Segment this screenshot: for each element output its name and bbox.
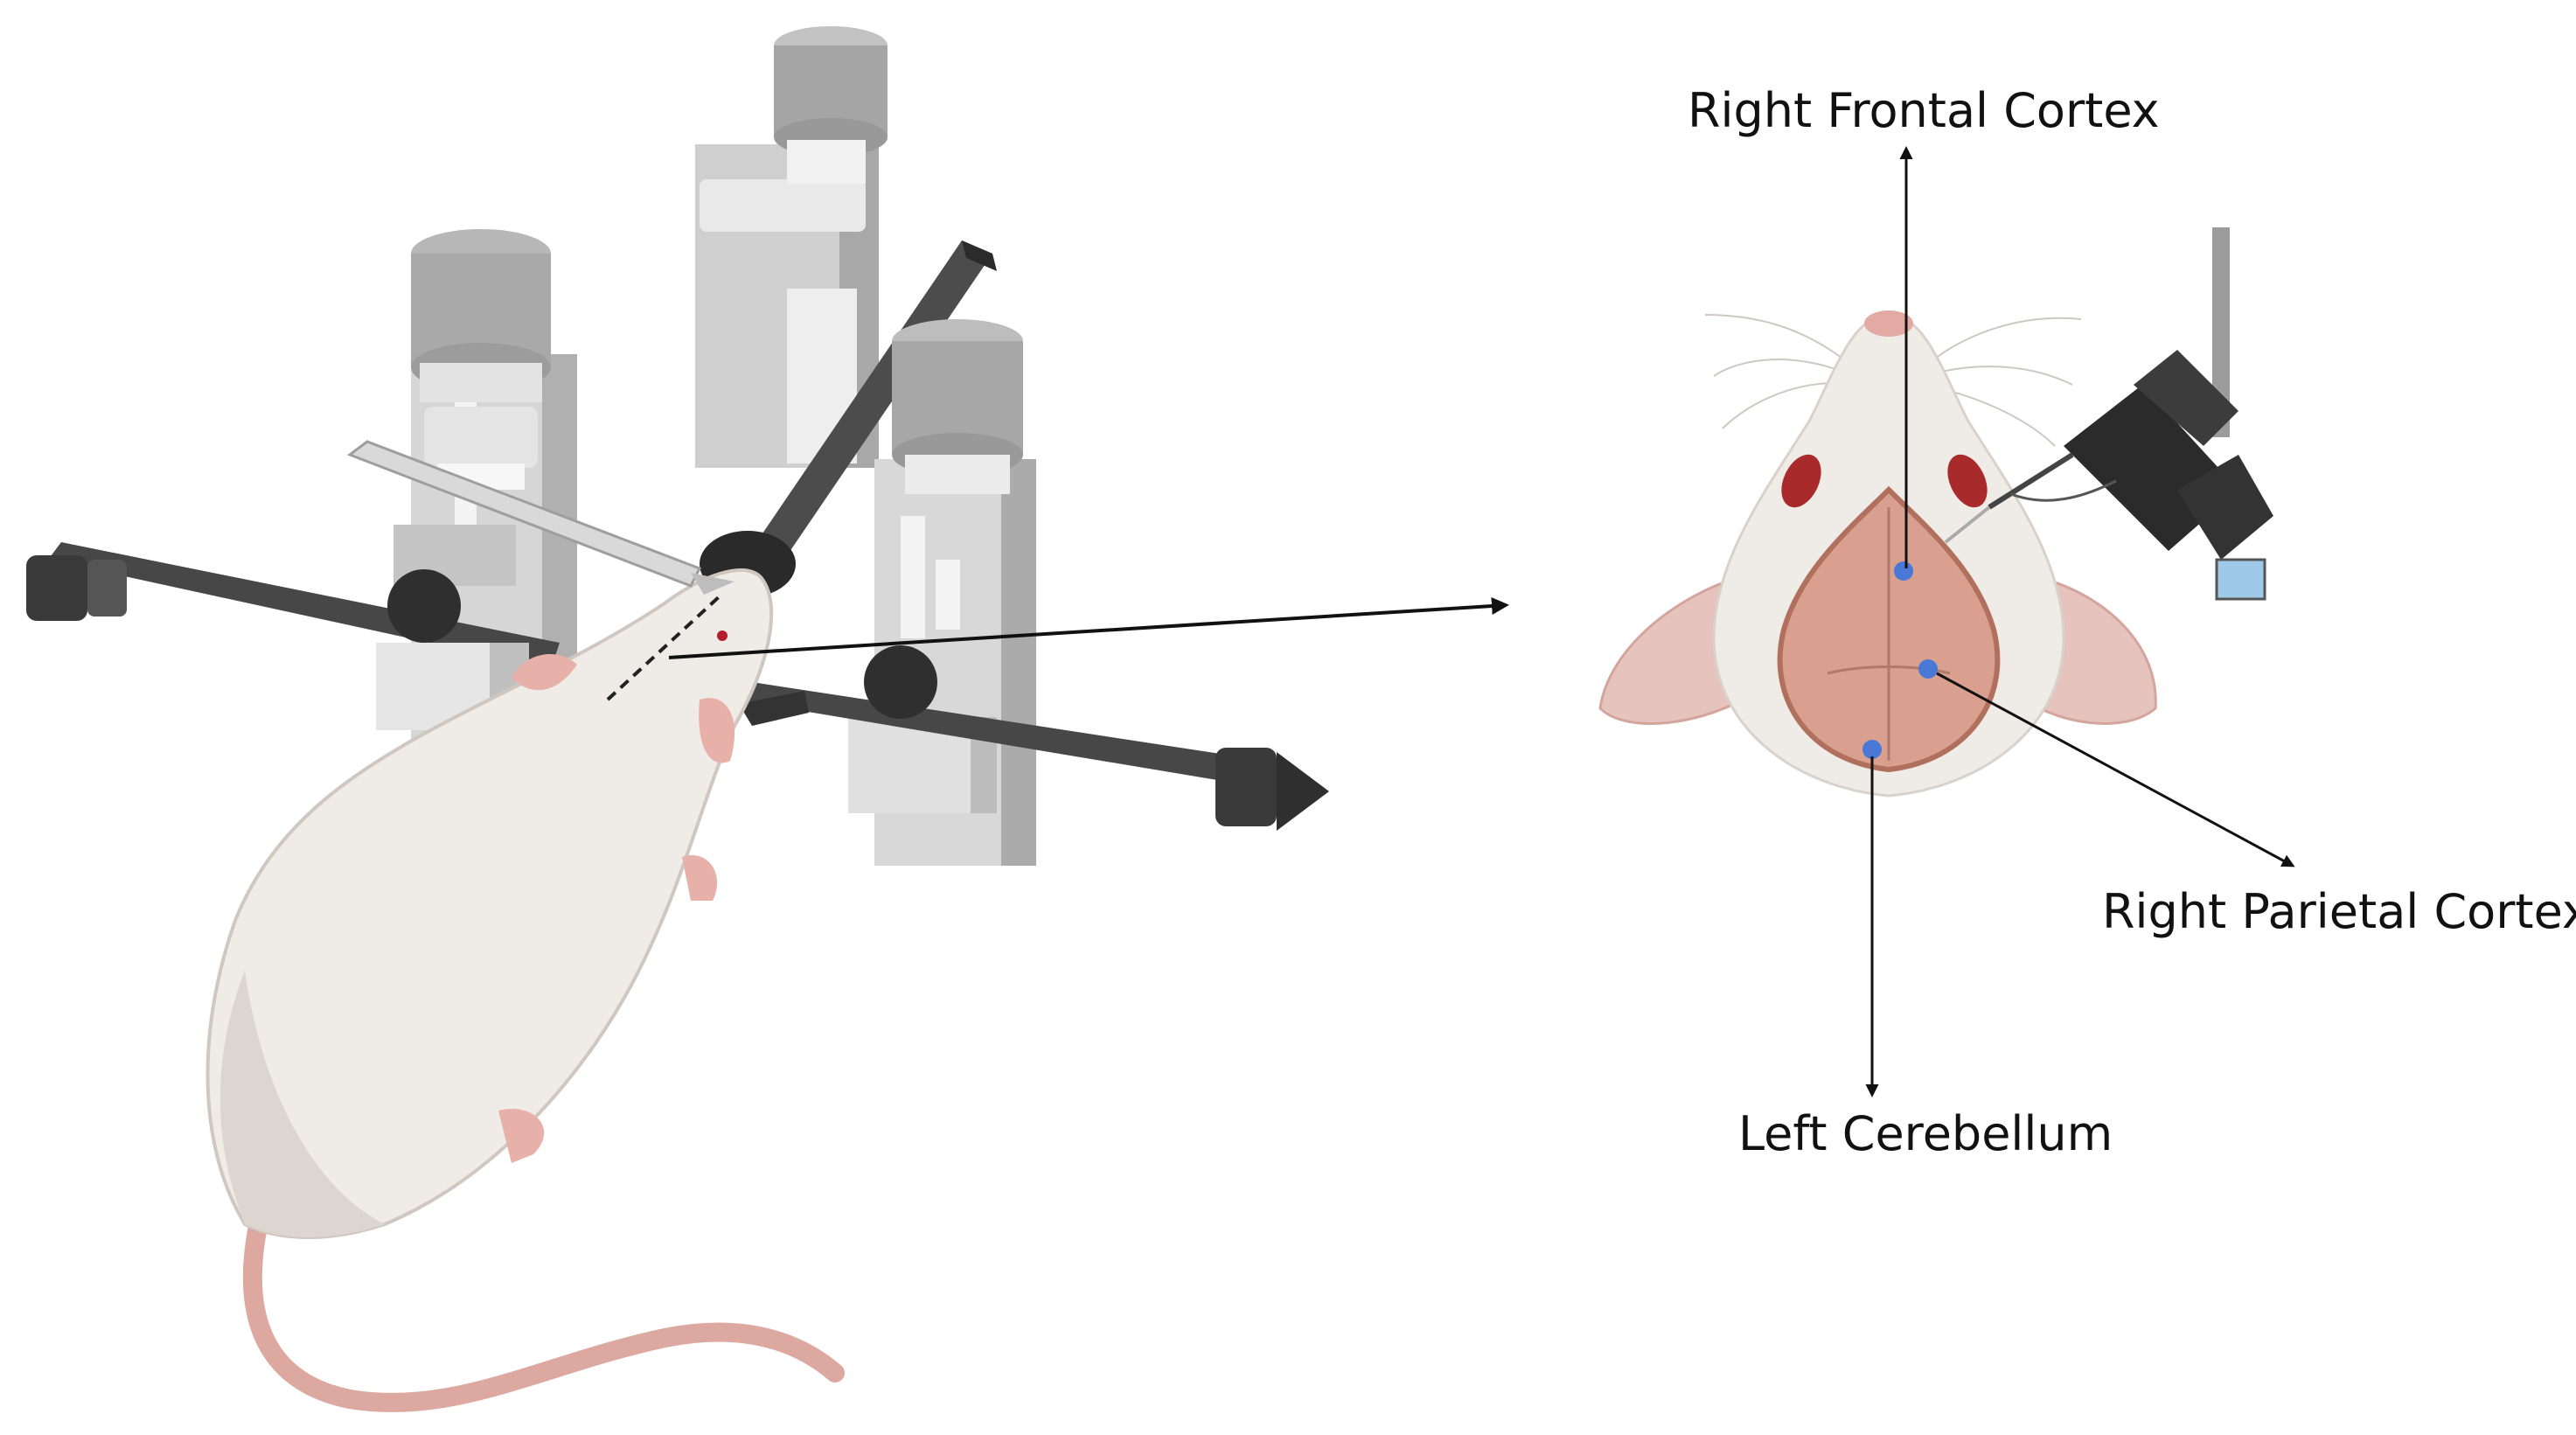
ear-bar-right [735,645,1329,831]
rat-icon [205,440,845,1412]
scalpel-icon [346,440,735,595]
arrow-parietal [1936,672,2295,867]
label-left-cerebellum: Left Cerebellum [1738,1106,2113,1161]
zoom-arrow [668,597,1509,659]
injection-site-parietal [1918,659,1938,679]
incision-line [606,593,723,701]
micromanipulator-icon [1944,227,2273,601]
rat-head-top-view-icon [1598,227,2273,798]
injection-site-frontal [1894,561,1913,581]
injection-site-cerebellum [1862,740,1882,759]
rat-ear [512,654,577,691]
stereotaxic-frame-icon [26,26,1329,866]
label-right-frontal-cortex: Right Frontal Cortex [1688,83,2160,138]
rat-tail [242,1197,845,1412]
label-right-parietal-cortex: Right Parietal Cortex [2102,884,2576,939]
